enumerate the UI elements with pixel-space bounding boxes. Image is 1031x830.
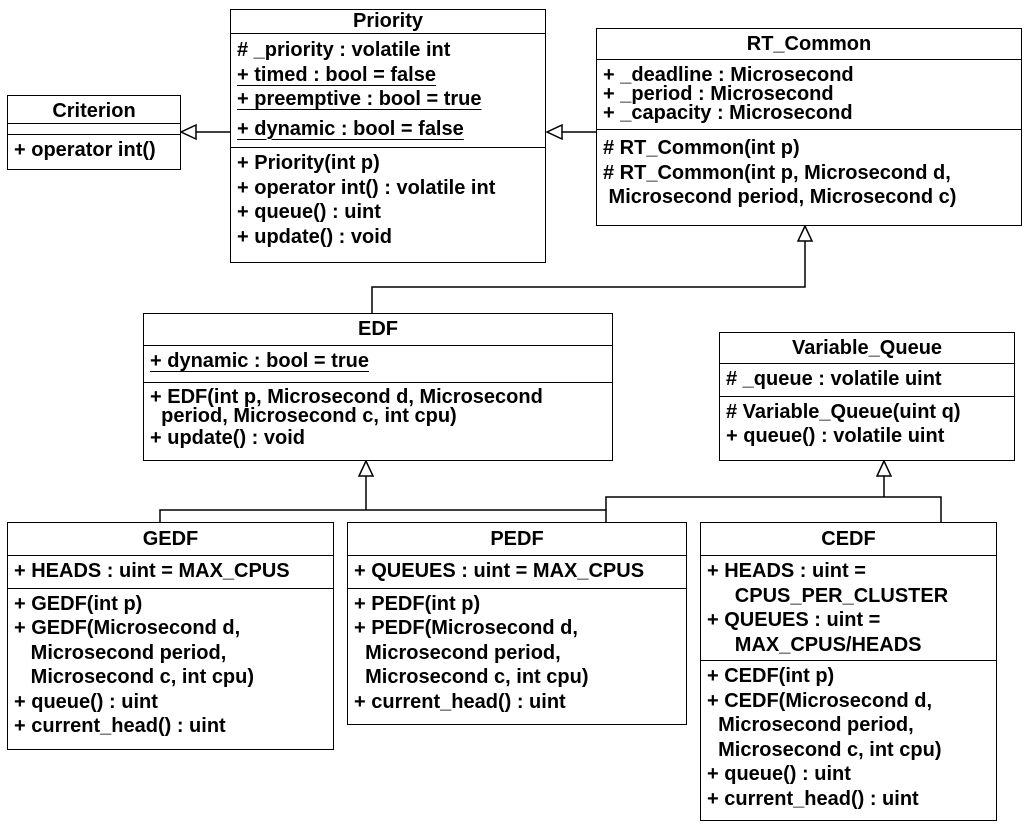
operations-section: + Priority(int p) + operator int() : vol… <box>231 148 545 253</box>
operation-pedf-constructor-2: + PEDF(Microsecond d, <box>354 617 578 639</box>
inheritance-arrow-rtcommon <box>796 224 814 242</box>
attribute-heads: + HEADS : uint = MAX_CPUS <box>14 560 290 582</box>
class-cedf: CEDF + HEADS : uint = CPUS_PER_CLUSTER +… <box>700 522 997 821</box>
operation-update: + update() : void <box>150 426 305 449</box>
operation-edf-constructor-cont: period, Microsecond c, int cpu) <box>150 404 457 427</box>
class-variable-queue: Variable_Queue # _queue : volatile uint … <box>719 332 1015 461</box>
attributes-section: # _queue : volatile uint <box>720 364 1014 397</box>
attribute-timed: + timed : bool = false <box>237 63 436 86</box>
inheritance-arrow-edf <box>357 459 375 477</box>
operation-operator-int: + operator int() : volatile int <box>237 176 496 199</box>
operation-pedf-constructor-2-cont: Microsecond period, <box>354 641 561 664</box>
inheritance-arrow-priority <box>545 123 563 141</box>
attribute-queues-value: MAX_CPUS/HEADS <box>707 633 922 656</box>
edge-gedf-edf <box>159 509 607 522</box>
attribute-queues: + QUEUES : uint = <box>707 609 881 631</box>
class-title: Criterion <box>8 96 180 124</box>
edge-cedf-variablequeue <box>605 496 942 522</box>
operation-constructor-1: # RT_Common(int p) <box>603 137 800 159</box>
edge-edf-rtcommon <box>371 241 806 313</box>
attribute-heads-value: CPUS_PER_CLUSTER <box>707 584 949 607</box>
operations-section: # RT_Common(int p) # RT_Common(int p, Mi… <box>597 130 1021 214</box>
attribute-preemptive: + preemptive : bool = true <box>237 88 482 110</box>
operation-cedf-constructor-1: + CEDF(int p) <box>707 665 835 687</box>
operation-queue: + queue() : volatile uint <box>726 425 945 447</box>
class-title: GEDF <box>8 523 333 556</box>
class-title: Priority <box>231 10 545 34</box>
operation-queue: + queue() : uint <box>14 690 158 713</box>
attribute-deadline: + _deadline : Microsecond <box>603 64 854 86</box>
operation-edf-constructor: + EDF(int p, Microsecond d, Microsecond <box>150 385 543 408</box>
operation-cedf-constructor-2: + CEDF(Microsecond d, <box>707 689 933 712</box>
attribute-dynamic: + dynamic : bool = true <box>150 350 369 372</box>
attribute-period: + _period : Microsecond <box>603 83 834 105</box>
class-pedf: PEDF + QUEUES : uint = MAX_CPUS + PEDF(i… <box>347 522 687 725</box>
class-rt-common: RT_Common + _deadline : Microsecond + _p… <box>596 28 1022 226</box>
attributes-section: + _deadline : Microsecond + _period : Mi… <box>597 60 1021 130</box>
attribute-dynamic: + dynamic : bool = false <box>237 117 464 140</box>
operation-queue: + queue() : uint <box>707 763 851 785</box>
inheritance-arrow-criterion <box>179 123 197 141</box>
operation-pedf-constructor-1: + PEDF(int p) <box>354 592 481 615</box>
attributes-section: + HEADS : uint = CPUS_PER_CLUSTER + QUEU… <box>701 556 996 661</box>
class-criterion: Criterion + operator int() <box>7 95 181 170</box>
attributes-section: + QUEUES : uint = MAX_CPUS <box>348 556 686 589</box>
attributes-section <box>8 124 180 135</box>
operation-gedf-constructor-2-cont: Microsecond period, <box>14 641 227 664</box>
operation-pedf-constructor-2-cont: Microsecond c, int cpu) <box>354 666 589 688</box>
operation-current-head: + current_head() : uint <box>14 715 226 737</box>
attributes-section: + dynamic : bool = true <box>144 346 612 383</box>
operation-gedf-constructor-2-cont: Microsecond c, int cpu) <box>14 666 255 688</box>
class-priority: Priority # _priority : volatile int + ti… <box>230 9 546 263</box>
operation-operator-int: + operator int() <box>14 139 156 161</box>
inheritance-arrow-variable-queue <box>875 459 893 477</box>
attributes-section: # _priority : volatile int + timed : boo… <box>231 34 545 148</box>
operation-queue: + queue() : uint <box>237 201 381 223</box>
operations-section: + GEDF(int p) + GEDF(Microsecond d, Micr… <box>8 589 333 743</box>
operation-update: + update() : void <box>237 225 392 248</box>
operations-section: + PEDF(int p) + PEDF(Microsecond d, Micr… <box>348 589 686 719</box>
operations-section: # Variable_Queue(uint q) + queue() : vol… <box>720 397 1014 453</box>
operation-cedf-constructor-2-cont: Microsecond period, <box>707 714 914 736</box>
operation-priority: + Priority(int p) <box>237 152 380 174</box>
class-title: EDF <box>144 314 612 346</box>
attribute-queues: + QUEUES : uint = MAX_CPUS <box>354 560 645 582</box>
operation-variable-queue-constructor: # Variable_Queue(uint q) <box>726 400 961 423</box>
operations-section: + operator int() <box>8 135 180 167</box>
operations-section: + CEDF(int p) + CEDF(Microsecond d, Micr… <box>701 661 996 815</box>
attribute-capacity: + _capacity : Microsecond <box>603 102 853 124</box>
operation-gedf-constructor-1: + GEDF(int p) <box>14 592 143 615</box>
class-title: PEDF <box>348 523 686 556</box>
operation-current-head: + current_head() : uint <box>354 690 566 713</box>
class-title: Variable_Queue <box>720 333 1014 364</box>
operation-current-head: + current_head() : uint <box>707 787 919 810</box>
operation-constructor-2: # RT_Common(int p, Microsecond d, <box>603 161 951 184</box>
operations-section: + EDF(int p, Microsecond d, Microsecond … <box>144 383 612 455</box>
operation-gedf-constructor-2: + GEDF(Microsecond d, <box>14 617 241 639</box>
class-title: CEDF <box>701 523 996 556</box>
attribute-queue: # _queue : volatile uint <box>726 368 942 390</box>
class-title: RT_Common <box>597 29 1021 60</box>
class-gedf: GEDF + HEADS : uint = MAX_CPUS + GEDF(in… <box>7 522 334 750</box>
attribute-heads: + HEADS : uint = <box>707 560 866 582</box>
attribute-priority: # _priority : volatile int <box>237 39 451 61</box>
attributes-section: + HEADS : uint = MAX_CPUS <box>8 556 333 589</box>
operation-cedf-constructor-2-cont: Microsecond c, int cpu) <box>707 738 942 761</box>
operation-constructor-2-cont: Microsecond period, Microsecond c) <box>603 186 957 208</box>
class-edf: EDF + dynamic : bool = true + EDF(int p,… <box>143 313 613 461</box>
